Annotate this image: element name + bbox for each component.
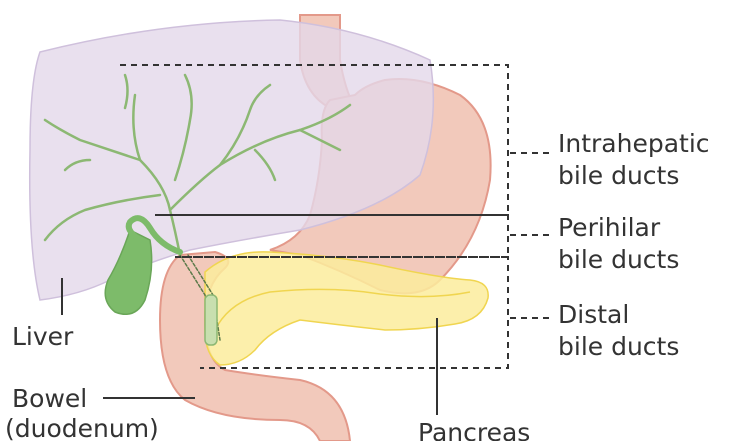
label-perihilar-2: bile ducts: [558, 245, 679, 274]
label-liver: Liver: [12, 322, 74, 351]
label-perihilar-1: Perihilar: [558, 213, 661, 242]
label-bowel: Bowel: [12, 384, 87, 413]
label-intrahepatic-1: Intrahepatic: [558, 129, 710, 158]
label-distal-1: Distal: [558, 300, 629, 329]
label-distal-2: bile ducts: [558, 332, 679, 361]
label-intrahepatic-2: bile ducts: [558, 161, 679, 190]
distal-bile-duct-segment: [205, 295, 217, 345]
label-pancreas: Pancreas: [418, 418, 530, 441]
label-bowel-sub: (duodenum): [5, 414, 159, 441]
